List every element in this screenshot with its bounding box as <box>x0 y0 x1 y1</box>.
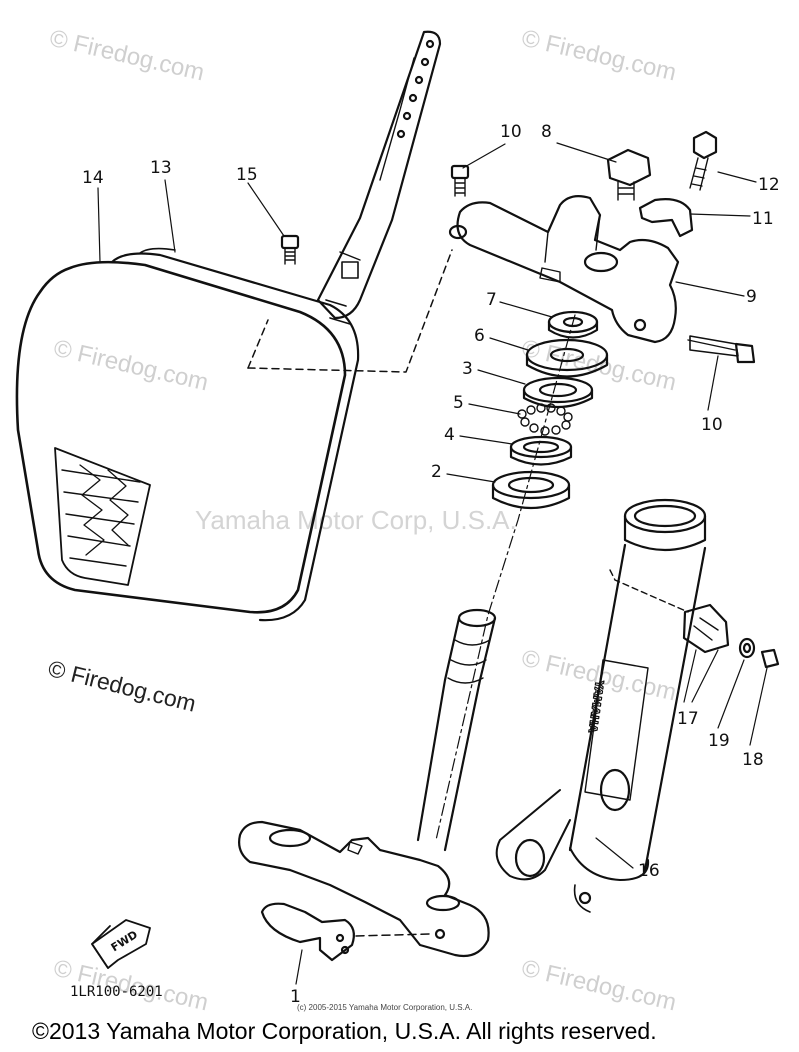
ring-nut-7 <box>547 310 599 339</box>
callout-10-upper: 10 <box>500 122 522 142</box>
callout-leaders <box>97 142 768 985</box>
washer <box>448 224 468 240</box>
ball-bearings-5 <box>517 403 573 436</box>
plate-bolt <box>280 234 300 265</box>
center-axis <box>435 314 576 841</box>
bolt-10-upper <box>450 164 470 197</box>
hose-holder-17 <box>609 569 730 654</box>
callout-4: 4 <box>444 425 455 445</box>
callout-3: 3 <box>462 359 473 379</box>
bolt-8 <box>606 148 652 201</box>
callout-1: 1 <box>290 987 301 1007</box>
bolt-12 <box>689 130 718 191</box>
callout-10-lower: 10 <box>701 415 723 435</box>
small-copyright: (c) 2005-2015 Yamaha Motor Corporation, … <box>297 1003 473 1012</box>
number-plate <box>15 247 360 622</box>
bearing-2 <box>491 470 571 510</box>
cable-guide-1 <box>260 902 355 962</box>
callout-15: 15 <box>236 165 258 185</box>
steering-stem <box>416 608 497 852</box>
callout-17: 17 <box>677 709 699 729</box>
bolt-18 <box>760 648 780 669</box>
fwd-arrow <box>91 919 151 969</box>
callout-13: 13 <box>150 158 172 178</box>
footer-copyright: ©2013 Yamaha Motor Corporation, U.S.A. A… <box>32 1018 657 1044</box>
upper-bracket <box>456 195 680 344</box>
callout-19: 19 <box>708 731 730 751</box>
bearing-race-3 <box>522 376 594 408</box>
callout-7: 7 <box>486 290 497 310</box>
callout-8: 8 <box>541 122 552 142</box>
callout-14: 14 <box>82 168 104 188</box>
svg-text:YAMAHA: YAMAHA <box>586 679 606 734</box>
washer-6 <box>525 338 609 378</box>
callout-12: 12 <box>758 175 780 195</box>
leader-dashed <box>247 249 453 373</box>
bolt-10-lower <box>687 335 756 364</box>
callout-11: 11 <box>752 209 774 229</box>
under-bracket <box>238 820 490 958</box>
callout-18: 18 <box>742 750 764 770</box>
washer-19 <box>738 637 756 659</box>
plate-strap <box>316 30 442 325</box>
callout-6: 6 <box>474 326 485 346</box>
callout-16: 16 <box>638 861 660 881</box>
race-4 <box>509 435 573 466</box>
callout-2: 2 <box>431 462 442 482</box>
fork-leg-16: YAMAHA <box>495 498 707 913</box>
watermark-yamaha: Yamaha Motor Corp, U.S.A. <box>195 505 517 535</box>
callout-9: 9 <box>746 287 757 307</box>
diagram-code: 1LR100-6201 <box>70 984 163 1000</box>
callout-5: 5 <box>453 393 464 413</box>
clamp-11 <box>638 198 694 238</box>
